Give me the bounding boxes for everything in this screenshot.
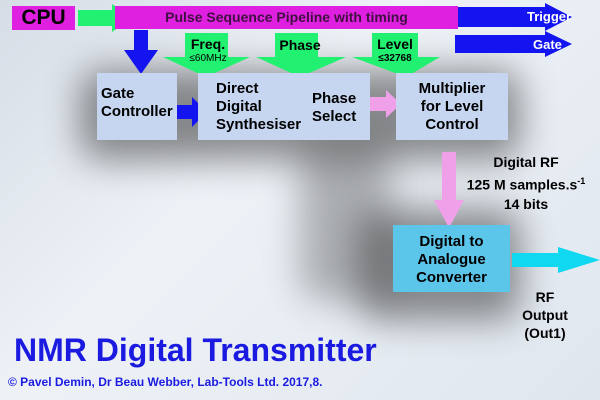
block-line: Multiplier: [418, 80, 486, 97]
block-line: Control: [425, 116, 479, 133]
multiplier-to-dac-arrow: [434, 152, 464, 228]
block-line: Synthesiser: [216, 116, 302, 133]
phase-to-multiplier-arrow: [370, 90, 401, 118]
gate-controller-block: Gate Controller: [97, 73, 177, 140]
freq-limit: ≤60MHz: [189, 53, 227, 64]
trigger-arrow: [455, 3, 572, 31]
block-line: Direct: [216, 80, 259, 97]
level-label: Level: [377, 36, 413, 52]
rf-output-arrow: [512, 247, 600, 273]
block-line: Controller: [101, 103, 173, 120]
block-line: Digital to: [419, 233, 484, 250]
gate-label: Gate: [533, 37, 562, 52]
phase-label: Phase: [279, 37, 321, 53]
trigger-label: Trigger: [527, 9, 572, 24]
multiplier-block: Multiplier for Level Control: [396, 73, 508, 140]
page-title: NMR Digital Transmitter: [14, 332, 377, 368]
pipeline-bar: Pulse Sequence Pipeline with timing: [115, 6, 458, 29]
freq-arrow: [163, 33, 250, 77]
level-arrow: [352, 33, 440, 77]
gate-arrow: [455, 31, 572, 57]
block-line: Gate: [101, 85, 135, 102]
copyright: © Pavel Demin, Dr Beau Webber, Lab-Tools…: [8, 375, 323, 389]
block-line: Converter: [416, 269, 487, 286]
pipeline-to-gate-arrow: [124, 30, 158, 74]
phase-arrow: [256, 33, 346, 77]
block-line: Analogue: [417, 251, 486, 268]
level-limit: ≤32768: [378, 53, 412, 64]
cpu-box: CPU: [12, 6, 75, 30]
dac-block: Digital to Analogue Converter: [393, 225, 510, 292]
block-line: for Level: [420, 98, 484, 115]
digital-rf-annotation: Digital RF 125 M samples.s-1 14 bits: [466, 154, 586, 212]
block-line: Digital: [216, 98, 262, 115]
freq-label: Freq.: [190, 36, 226, 52]
